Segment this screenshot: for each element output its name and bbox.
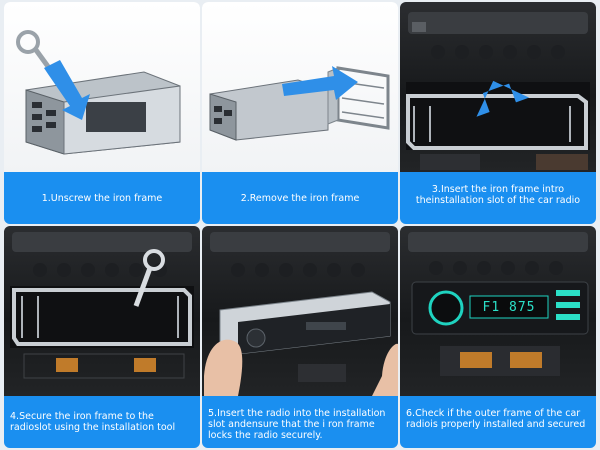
step-3-caption: 3.Insert the iron frame intro theinstall… [400,172,596,224]
step-2-image [202,2,398,172]
step-6-caption: 6.Check if the outer frame of the car ra… [400,396,596,448]
step-4-image [4,226,200,396]
step-5-caption: 5.Insert the radio into the installation… [202,396,398,448]
step-3-image [400,2,596,172]
step-6-panel: F1 875 6.Check if the outer frame of the… [400,226,596,448]
step-5-panel: 5.Insert the radio into the installation… [202,226,398,448]
step-2-caption: 2.Remove the iron frame [202,172,398,224]
right-arrow-icon [282,66,358,100]
step-1-caption: 1.Unscrew the iron frame [4,172,200,224]
step-6-image: F1 875 [400,226,596,396]
step-1-image [4,2,200,172]
step-3-panel: 3.Insert the iron frame intro theinstall… [400,2,596,224]
down-arrow-icon [44,60,90,120]
step-4-panel: 4.Secure the iron frame to the radioslot… [4,226,200,448]
step-1-panel: 1.Unscrew the iron frame [4,2,200,224]
step-5-image [202,226,398,396]
radio-display: F1 875 [482,300,536,315]
step-4-caption: 4.Secure the iron frame to the radioslot… [4,396,200,448]
step-2-panel: 2.Remove the iron frame [202,2,398,224]
up-arrow-icon [476,80,530,117]
